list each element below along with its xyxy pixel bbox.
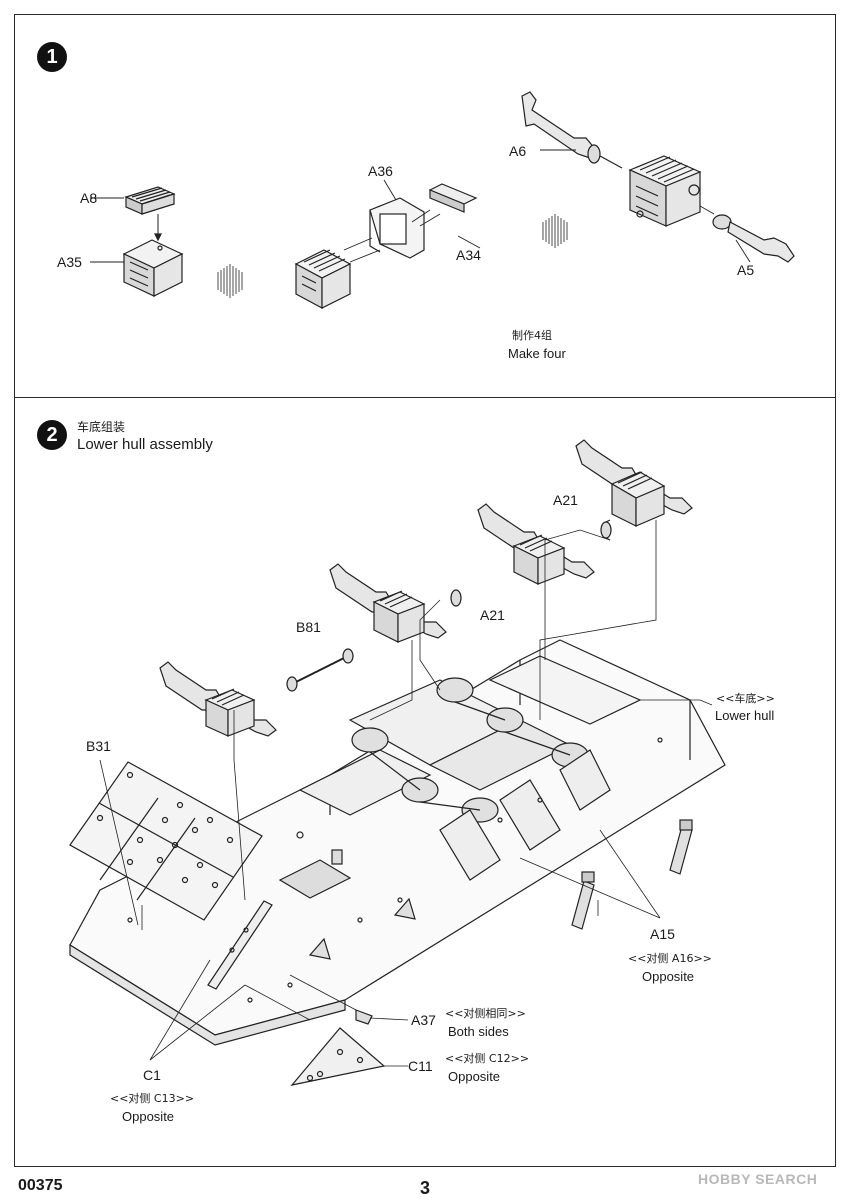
label-c11: C11 [408,1058,433,1074]
label-a21-mid: A21 [480,607,505,623]
label-c1: C1 [143,1067,161,1083]
label-lower-hull-en: Lower hull [715,708,775,723]
label-a34: A34 [456,247,481,263]
part-a21-mid [450,589,462,607]
part-housing-assembly-1 [294,249,352,310]
label-c11-opp-cn: <<对侧 C12>> [445,1052,530,1065]
label-lower-hull-cn: <<车底>> [716,692,775,705]
axle-assembly-4 [575,439,693,527]
label-b31: B31 [86,738,111,754]
step-arrow-1 [217,264,243,298]
axle-assembly-1 [159,661,277,737]
note-en: Make four [508,346,566,361]
label-c1-opp-cn: <<对侧 C13>> [110,1092,195,1105]
step-arrow-2 [542,214,568,248]
part-a36 [369,197,425,259]
step-2-title-en: Lower hull assembly [77,436,213,453]
axle-assembly-2 [329,563,447,643]
axle-assembly-3 [477,503,595,585]
label-a15-opp-en: Opposite [642,969,695,984]
part-a37 [355,1009,373,1025]
part-a6 [521,91,623,169]
label-a36: A36 [368,163,393,179]
part-housing-assembly-2 [628,155,702,227]
part-a5 [712,214,795,263]
label-a15-opp-cn: <<对侧 A16>> [628,952,712,965]
step-1-badge: 1 [37,42,67,72]
watermark: HOBBY SEARCH [698,1171,818,1187]
part-a35 [122,239,184,297]
label-a6: A6 [509,143,527,159]
lower-hull-body [69,639,726,1046]
label-a21-top: A21 [553,492,578,508]
product-code: 00375 [18,1177,63,1194]
step-2-badge: 2 [37,420,67,450]
label-b81: B81 [296,619,321,635]
part-b81 [286,648,354,692]
part-b31 [69,761,263,921]
part-a8 [124,186,176,215]
label-c1-opp-en: Opposite [122,1109,175,1124]
label-a35: A35 [57,254,82,270]
label-a37-both-cn: <<对侧相同>> [445,1007,526,1020]
part-a21-top [600,519,612,541]
part-a34 [428,183,478,213]
step-1-drawing [90,91,795,310]
part-a15 [571,819,693,930]
step-2-title-cn: 车底组装 [77,420,126,434]
label-a37-both-en: Both sides [448,1024,509,1039]
note-cn: 制作4组 [512,329,552,342]
label-c11-opp-en: Opposite [448,1069,501,1084]
label-a15: A15 [650,926,675,942]
label-a37: A37 [411,1012,436,1028]
label-a8: A8 [80,190,98,206]
label-a5: A5 [737,262,755,278]
part-c1 [207,900,273,990]
part-c11 [290,1027,386,1086]
page-number: 3 [420,1178,431,1198]
